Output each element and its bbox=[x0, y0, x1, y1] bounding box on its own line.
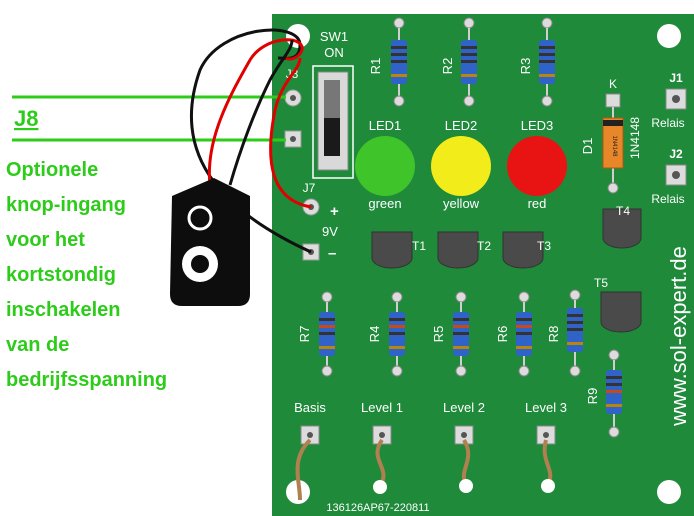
r5-label: R5 bbox=[431, 326, 446, 343]
plus-label: + bbox=[330, 203, 339, 220]
diode-pin-label: K bbox=[609, 77, 617, 91]
j7-label: J7 bbox=[303, 181, 316, 195]
resistor-r9 bbox=[606, 349, 622, 438]
led2-name: LED2 bbox=[445, 118, 478, 133]
led1-label: green bbox=[368, 196, 401, 211]
resistor-r6 bbox=[516, 291, 532, 377]
switch-state: ON bbox=[324, 45, 344, 60]
led1-name: LED1 bbox=[369, 118, 402, 133]
pad-hole bbox=[307, 432, 313, 438]
led-red bbox=[507, 136, 567, 196]
t3-label: T3 bbox=[537, 239, 551, 253]
input-level2-label: Level 2 bbox=[443, 400, 485, 415]
diode-d1 bbox=[602, 117, 624, 169]
input-level1-label: Level 1 bbox=[361, 400, 403, 415]
r4-label: R4 bbox=[367, 326, 382, 343]
resistor-r8 bbox=[567, 289, 583, 377]
pad-hole bbox=[672, 95, 680, 103]
probe-tip bbox=[373, 480, 387, 494]
diode-pad-k bbox=[605, 93, 621, 108]
led2-label: yellow bbox=[443, 196, 480, 211]
resistor-r2 bbox=[461, 17, 477, 107]
pad-hole bbox=[379, 432, 385, 438]
led3-name: LED3 bbox=[521, 118, 554, 133]
annotation-line-6: van de bbox=[6, 334, 69, 356]
annotation-line-5: inschakelen bbox=[6, 299, 121, 321]
website-label: www.sol-expert.de bbox=[666, 246, 691, 427]
annotation-title: J8 bbox=[14, 106, 38, 131]
pad-hole bbox=[290, 95, 296, 101]
pad-hole bbox=[290, 136, 296, 142]
minus-label: – bbox=[328, 245, 336, 262]
j2-label: Relais bbox=[651, 192, 684, 206]
resistor-r3 bbox=[539, 17, 555, 107]
input-level3-label: Level 3 bbox=[525, 400, 567, 415]
resistor-r7 bbox=[319, 291, 335, 377]
annotation-line-3: voor het bbox=[6, 229, 85, 251]
battery-wire-red bbox=[207, 38, 304, 186]
r8-label: R8 bbox=[546, 326, 561, 343]
j1-label: Relais bbox=[651, 116, 684, 130]
r3-label: R3 bbox=[518, 58, 533, 75]
resistor-r5 bbox=[453, 291, 469, 377]
diode-band bbox=[603, 120, 623, 126]
probe-tip bbox=[459, 479, 473, 493]
switch-slot bbox=[324, 80, 340, 120]
j2-name: J2 bbox=[669, 147, 683, 161]
battery-wire-black-2 bbox=[228, 39, 294, 186]
annotation-line-4: kortstondig bbox=[6, 264, 116, 286]
transistor-t4 bbox=[602, 208, 642, 249]
annotation-line-7: bedrijfsspanning bbox=[6, 369, 167, 391]
r9-label: R9 bbox=[585, 388, 600, 405]
switch-knob[interactable] bbox=[324, 118, 340, 156]
switch-outline bbox=[312, 65, 354, 179]
probe-wire bbox=[295, 438, 312, 501]
r1-label: R1 bbox=[368, 58, 383, 75]
switch-wire-red bbox=[269, 57, 312, 209]
transistor-t3 bbox=[502, 231, 544, 269]
diode-marking: 1N4148 bbox=[611, 135, 617, 157]
pad-hole bbox=[672, 171, 680, 179]
transistor-t1 bbox=[371, 231, 413, 269]
r2-label: R2 bbox=[440, 58, 455, 75]
t1-label: T1 bbox=[412, 239, 426, 253]
resistor-r4 bbox=[389, 291, 405, 377]
led3-label: red bbox=[528, 196, 547, 211]
t2-label: T2 bbox=[477, 239, 491, 253]
j1-name: J1 bbox=[669, 71, 683, 85]
diode-name: D1 bbox=[580, 138, 595, 155]
r6-label: R6 bbox=[495, 326, 510, 343]
t4-label: T4 bbox=[616, 204, 630, 218]
led-yellow bbox=[431, 136, 491, 196]
t5-label: T5 bbox=[594, 276, 608, 290]
voltage-label: 9V bbox=[322, 224, 338, 239]
pad-hole bbox=[461, 432, 467, 438]
annotation-line-2: knop-ingang bbox=[6, 194, 126, 216]
mounting-hole bbox=[657, 24, 681, 48]
transistor-t5 bbox=[600, 291, 642, 333]
pad-hole bbox=[543, 432, 549, 438]
switch-name: SW1 bbox=[320, 29, 348, 44]
pad-hole bbox=[607, 182, 619, 194]
transistor-t2 bbox=[437, 231, 479, 269]
diode-part: 1N4148 bbox=[628, 117, 642, 159]
mounting-hole bbox=[657, 480, 681, 504]
board-serial: 136126AP67-220811 bbox=[326, 502, 429, 514]
probe-tip bbox=[541, 479, 555, 493]
led-green bbox=[355, 136, 415, 196]
mounting-hole bbox=[286, 24, 310, 48]
r7-label: R7 bbox=[297, 326, 312, 343]
annotation-line-1: Optionele bbox=[6, 159, 98, 181]
resistor-r1 bbox=[391, 17, 407, 107]
battery-clip bbox=[170, 178, 250, 306]
input-basis-label: Basis bbox=[294, 400, 326, 415]
